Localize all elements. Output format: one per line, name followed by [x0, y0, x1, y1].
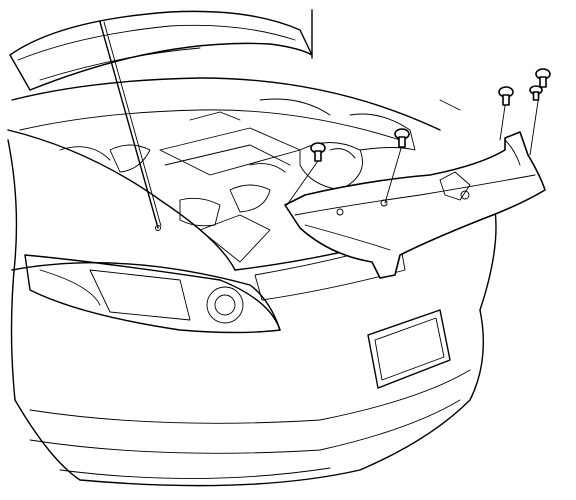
hood: [9, 9, 313, 91]
clip-5: [529, 85, 543, 101]
clip-2: [394, 128, 410, 148]
clip-3: [498, 86, 514, 106]
grille: [254, 241, 406, 301]
hood-support-rod: [99, 21, 162, 231]
clip-1: [310, 142, 326, 162]
license-plate: [367, 309, 451, 389]
headlight: [24, 254, 281, 334]
clip-4: [535, 68, 551, 88]
radiator-support-upper-cover: [284, 131, 546, 279]
